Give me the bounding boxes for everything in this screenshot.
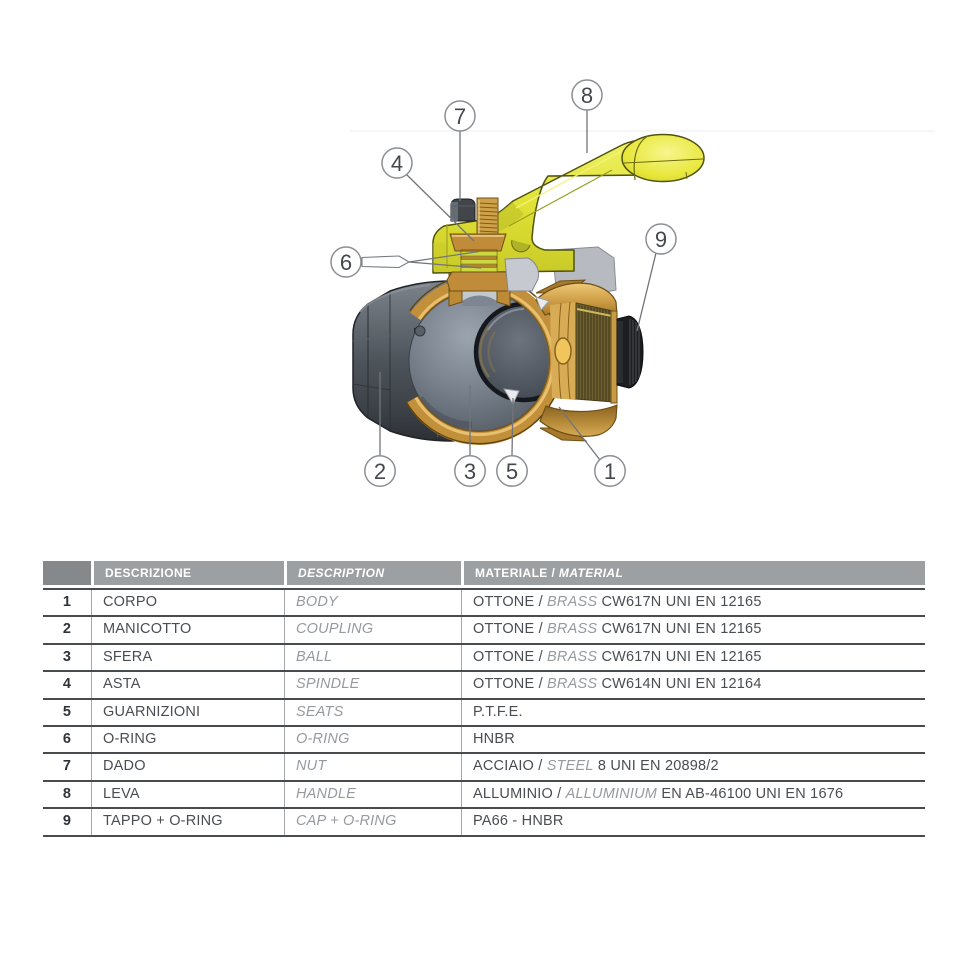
row-description: BALL xyxy=(284,644,461,671)
svg-text:9: 9 xyxy=(655,227,667,252)
callout-7: 7 xyxy=(444,100,476,201)
stem-assembly xyxy=(446,197,539,406)
handle-knob xyxy=(621,133,705,183)
callout-3: 3 xyxy=(454,385,486,487)
table-row: 4 ASTA SPINDLE OTTONE / BRASS CW614N UNI… xyxy=(43,672,925,700)
row-descrizione: LEVA xyxy=(91,781,284,808)
row-descrizione: DADO xyxy=(91,754,284,780)
row-descrizione: CORPO xyxy=(91,590,284,616)
seat-top xyxy=(535,296,550,311)
row-material: P.T.F.E. xyxy=(461,699,925,725)
svg-text:6: 6 xyxy=(340,250,352,275)
row-material: OTTONE / BRASS CW617N UNI EN 12165 xyxy=(461,644,925,671)
row-descrizione: GUARNIZIONI xyxy=(91,699,284,725)
valve-body-right xyxy=(535,246,644,442)
row-description: CAP + O-RING xyxy=(284,809,461,835)
stem-o-rings xyxy=(460,251,498,273)
table-body: 1 CORPO BODY OTTONE / BRASS CW617N UNI E… xyxy=(43,588,925,837)
callout-4: 4 xyxy=(381,147,475,242)
row-descrizione: O-RING xyxy=(91,726,284,753)
gland xyxy=(449,233,507,252)
row-number: 9 xyxy=(62,813,72,830)
callout-8: 8 xyxy=(571,79,603,153)
row-description: O-RING xyxy=(284,726,461,753)
row-number: 4 xyxy=(62,676,72,693)
table-header-row: DESCRIZIONE DESCRIPTION MATERIALE / MATE… xyxy=(43,561,925,585)
row-description: COUPLING xyxy=(284,617,461,643)
row-descrizione: TAPPO + O-RING xyxy=(91,809,284,835)
row-material: OTTONE / BRASS CW614N UNI EN 12164 xyxy=(461,672,925,698)
svg-text:4: 4 xyxy=(391,151,403,176)
row-material: HNBR xyxy=(461,726,925,753)
table-row: 9 TAPPO + O-RING CAP + O-RING PA66 - HNB… xyxy=(43,809,925,837)
table-row: 8 LEVA HANDLE ALLUMINIO / ALLUMINIUM EN … xyxy=(43,781,925,810)
valve-diagram: 7 8 4 6 9 xyxy=(330,79,935,487)
row-descrizione: MANICOTTO xyxy=(91,617,284,643)
svg-text:3: 3 xyxy=(464,459,476,484)
table-row: 7 DADO NUT ACCIAIO / STEEL 8 UNI EN 2089… xyxy=(43,754,925,782)
row-number: 2 xyxy=(62,621,72,638)
row-number: 3 xyxy=(62,648,72,665)
callout-2: 2 xyxy=(364,372,396,487)
row-number: 6 xyxy=(62,730,72,747)
row-number: 1 xyxy=(62,594,72,610)
header-materiale: MATERIALE / MATERIAL xyxy=(461,561,925,585)
row-material: ACCIAIO / STEEL 8 UNI EN 20898/2 xyxy=(461,754,925,780)
svg-text:5: 5 xyxy=(506,459,518,484)
row-description: SPINDLE xyxy=(284,672,461,698)
header-descrizione: DESCRIZIONE xyxy=(91,561,284,585)
row-description: BODY xyxy=(284,590,461,616)
callout-5: 5 xyxy=(496,397,528,487)
body-drill-hole xyxy=(554,337,572,365)
row-descrizione: SFERA xyxy=(91,644,284,671)
callout-6: 6 xyxy=(330,246,482,278)
row-description: HANDLE xyxy=(284,781,461,808)
header-num xyxy=(43,561,91,585)
row-number: 8 xyxy=(62,785,72,802)
svg-text:8: 8 xyxy=(581,83,593,108)
stem-washer xyxy=(504,257,539,292)
table-row: 5 GUARNIZIONI SEATS P.T.F.E. xyxy=(43,699,925,727)
row-material: OTTONE / BRASS CW617N UNI EN 12165 xyxy=(461,590,925,616)
row-descrizione: ASTA xyxy=(91,672,284,698)
table-row: 3 SFERA BALL OTTONE / BRASS CW617N UNI E… xyxy=(43,644,925,673)
svg-text:2: 2 xyxy=(374,459,386,484)
seat-bottom xyxy=(503,388,520,406)
svg-text:7: 7 xyxy=(454,104,466,129)
row-number: 5 xyxy=(62,703,72,720)
row-description: NUT xyxy=(284,754,461,780)
row-description: SEATS xyxy=(284,699,461,725)
callouts: 7 8 4 6 9 xyxy=(330,79,677,487)
ring-notch xyxy=(414,325,426,337)
table-row: 6 O-RING O-RING HNBR xyxy=(43,726,925,755)
header-description: DESCRIPTION xyxy=(284,561,461,585)
table-row: 2 MANICOTTO COUPLING OTTONE / BRASS CW61… xyxy=(43,617,925,645)
callout-1: 1 xyxy=(558,406,626,487)
row-material: OTTONE / BRASS CW617N UNI EN 12165 xyxy=(461,617,925,643)
parts-table: DESCRIZIONE DESCRIPTION MATERIALE / MATE… xyxy=(43,561,925,837)
row-number: 7 xyxy=(62,758,72,775)
row-material: PA66 - HNBR xyxy=(461,809,925,835)
svg-text:1: 1 xyxy=(604,459,616,484)
row-material: ALLUMINIO / ALLUMINIUM EN AB-46100 UNI E… xyxy=(461,781,925,808)
callout-9: 9 xyxy=(636,223,677,332)
table-row: 1 CORPO BODY OTTONE / BRASS CW617N UNI E… xyxy=(43,590,925,618)
